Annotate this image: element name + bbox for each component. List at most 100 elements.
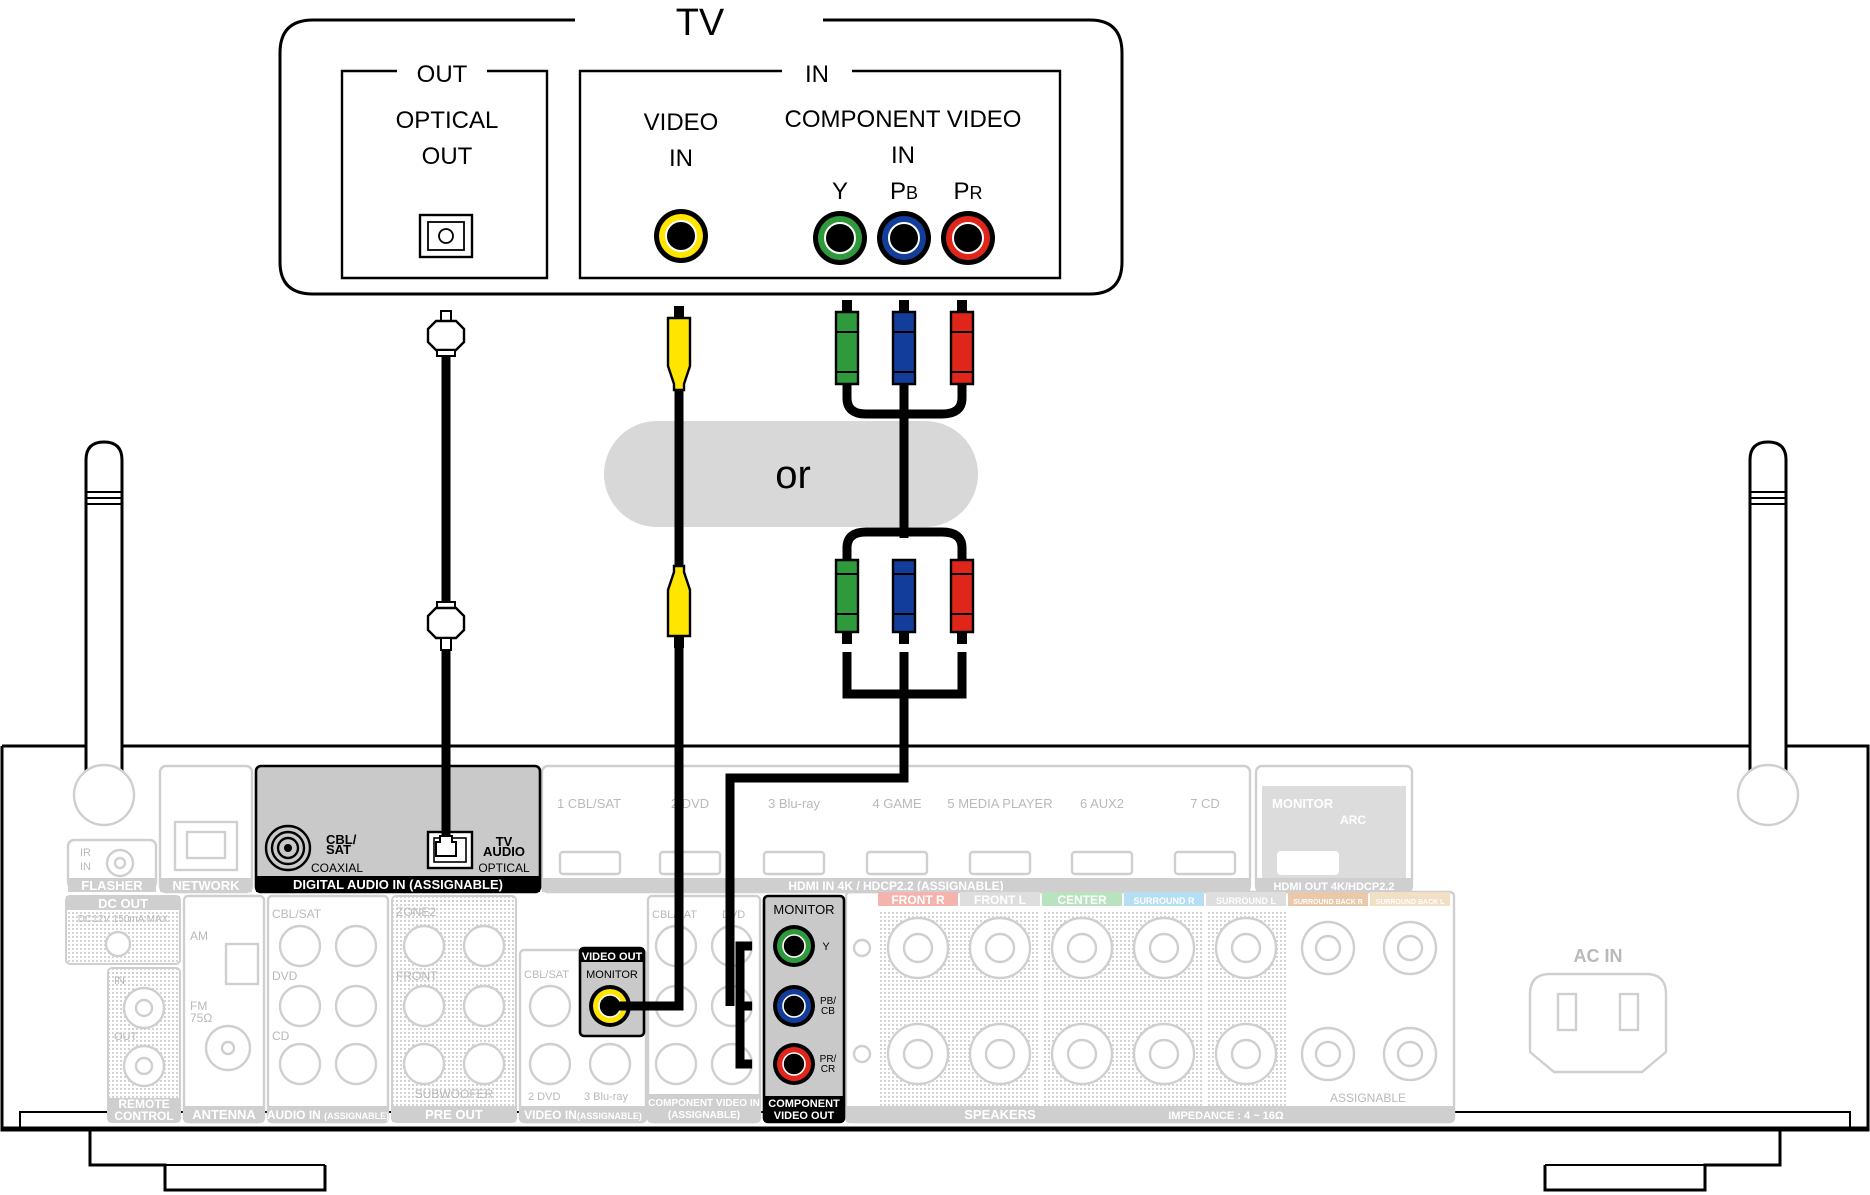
- right-antenna: [1748, 440, 1788, 780]
- front-preout-label: FRONT: [396, 969, 438, 983]
- tv-audio-label-2: AUDIO: [483, 844, 525, 859]
- antenna-label: ANTENNA: [192, 1107, 256, 1122]
- component-out-pb-label-1: PB/: [820, 996, 836, 1007]
- component-out-pr-label-1: PR/: [820, 1054, 837, 1065]
- hdmi-1-label: 1 CBL/SAT: [557, 796, 621, 811]
- pb-label: PB: [890, 178, 918, 205]
- or-label: or: [775, 453, 811, 497]
- tv-title: TV: [676, 2, 725, 44]
- remote-in-label: IN: [114, 975, 125, 987]
- tv-optical-out-jack: [418, 213, 474, 259]
- speakers-label: SPEAKERS: [964, 1107, 1036, 1122]
- optical-label: OPTICAL: [478, 861, 530, 875]
- pr-label: PR: [953, 178, 982, 205]
- audio-cbl-label: CBL/SAT: [272, 907, 322, 921]
- audio-in-label: AUDIO IN (ASSIGNABLE): [267, 1108, 389, 1122]
- video-out-monitor-label: MONITOR: [586, 969, 638, 981]
- tv-panel: TV OUT OPTICAL OUT IN VIDEO IN COMPONENT…: [278, 2, 1124, 296]
- component-cable-upper: [834, 300, 975, 566]
- hdmi-out-label: HDMI OUT 4K/HDCP2.2: [1273, 881, 1394, 893]
- in-group-label: IN: [805, 61, 829, 88]
- digital-audio-in-label: DIGITAL AUDIO IN (ASSIGNABLE): [293, 877, 503, 892]
- video-in-label-line1: VIDEO: [644, 109, 719, 136]
- cbl-sat-label-2: SAT: [326, 842, 351, 857]
- tv-component-pr-jack: [941, 211, 995, 265]
- component-in-label-line1: COMPONENT VIDEO: [785, 106, 1022, 133]
- speaker-terminals: [852, 910, 1438, 1106]
- video-bluray-label: 3 Blu-ray: [584, 1091, 629, 1103]
- coaxial-jack: [264, 824, 312, 872]
- zone2-label: ZONE2: [396, 905, 436, 919]
- hdmi-6-label: 6 AUX2: [1080, 796, 1124, 811]
- component-out-y-label: Y: [822, 941, 830, 953]
- surround-back-r-label: SURROUND BACK R: [1293, 899, 1363, 906]
- dc-spec-label: DC12V 150mA MAX: [78, 914, 169, 925]
- component-out-label-2: VIDEO OUT: [774, 1110, 835, 1122]
- tv-component-y-jack: [813, 211, 867, 265]
- video-in-section-label: VIDEO IN(ASSIGNABLE): [524, 1108, 642, 1122]
- center-label: CENTER: [1057, 893, 1107, 907]
- receiver-video-out-jack: [589, 985, 631, 1027]
- video-in-label-line2: IN: [669, 145, 693, 172]
- surround-r-label: SURROUND R: [1133, 896, 1195, 906]
- component-video-out-panel: MONITOR Y PB/ CB PR/ CR COMPONENT VIDEO …: [762, 894, 846, 1124]
- component-in-label-line2: IN: [891, 142, 915, 169]
- ir-label: IR: [80, 847, 91, 859]
- ir-in-label: IN: [80, 861, 91, 873]
- component-cable-lower: [725, 558, 975, 1069]
- surround-back-l-label: SURROUND BACK L: [1376, 899, 1446, 906]
- hdmi-arc-label: ARC: [1340, 813, 1366, 827]
- hdmi-5-label: 5 MEDIA PLAYER: [947, 796, 1052, 811]
- component-out-monitor-label: MONITOR: [773, 902, 834, 917]
- hdmi-monitor-label: MONITOR: [1272, 796, 1334, 811]
- network-label: NETWORK: [172, 878, 240, 893]
- impedance-label: IMPEDANCE : 4 ~ 16Ω: [1168, 1110, 1284, 1122]
- optical-cable: [426, 310, 466, 857]
- tv-video-in-jack: [654, 209, 708, 263]
- component-out-pr-label-2: CR: [821, 1064, 835, 1075]
- assignable-label: ASSIGNABLE: [1330, 1091, 1406, 1105]
- coaxial-label: COAXIAL: [311, 861, 363, 875]
- or-panel: or: [604, 421, 978, 527]
- receiver-component-pb-jack: [773, 985, 815, 1027]
- video-cable: [618, 306, 692, 1011]
- fm-label: FM: [190, 999, 207, 1013]
- front-r-label: FRONT R: [891, 893, 945, 907]
- video-out-monitor-panel: VIDEO OUT MONITOR: [578, 946, 646, 1038]
- surround-l-label: SURROUND L: [1216, 896, 1277, 906]
- pre-out-label: PRE OUT: [425, 1107, 483, 1122]
- tv-audio-label-1: TV: [496, 834, 513, 849]
- hdmi-input-labels: 1 CBL/SAT 2 DVD 3 Blu-ray 4 GAME 5 MEDIA…: [557, 796, 1220, 811]
- audio-dvd-label: DVD: [272, 969, 298, 983]
- subwoofer-label: SUBWOOFER: [415, 1087, 494, 1101]
- audio-cd-label: CD: [272, 1029, 290, 1043]
- component-out-pb-label-2: CB: [821, 1006, 835, 1017]
- hdmi-3-label: 3 Blu-ray: [768, 796, 821, 811]
- left-antenna: [84, 440, 124, 780]
- dc-out-label: DC OUT: [98, 896, 148, 911]
- remote-label-2: CONTROL: [114, 1109, 173, 1123]
- hdmi-4-label: 4 GAME: [872, 796, 921, 811]
- receiver-component-y-jack: [773, 925, 815, 967]
- optical-out-label-line2: OUT: [422, 143, 473, 170]
- y-label: Y: [832, 178, 848, 205]
- fm-ohm-label: 75Ω: [190, 1011, 212, 1025]
- digital-audio-in-panel: CBL/ SAT COAXIAL TV AUDIO OPTICAL DIGITA…: [254, 764, 542, 894]
- video-cbl-label: CBL/SAT: [524, 969, 569, 981]
- hdmi-in-label: HDMI IN 4K / HDCP2.2 (ASSIGNABLE): [788, 879, 1003, 893]
- video-out-label: VIDEO OUT: [582, 951, 643, 963]
- remote-out-label: OUT: [114, 1031, 138, 1043]
- optical-out-label-line1: OPTICAL: [396, 107, 499, 134]
- comp-in-sub-label: (ASSIGNABLE): [668, 1110, 740, 1121]
- hdmi-7-label: 7 CD: [1190, 796, 1220, 811]
- receiver-component-pr-jack: [773, 1043, 815, 1085]
- out-group-label: OUT: [417, 61, 468, 88]
- comp-in-label: COMPONENT VIDEO IN: [648, 1098, 760, 1109]
- flasher-label: FLASHER: [81, 878, 143, 893]
- remote-label-1: REMOTE: [118, 1097, 169, 1111]
- video-dvd-label: 2 DVD: [528, 1091, 560, 1103]
- front-l-label: FRONT L: [974, 893, 1026, 907]
- ac-in-label: AC IN: [1574, 946, 1623, 966]
- receiver-body: IR IN FLASHER NETWORK DC OUT DC12V 150mA…: [0, 440, 1870, 1192]
